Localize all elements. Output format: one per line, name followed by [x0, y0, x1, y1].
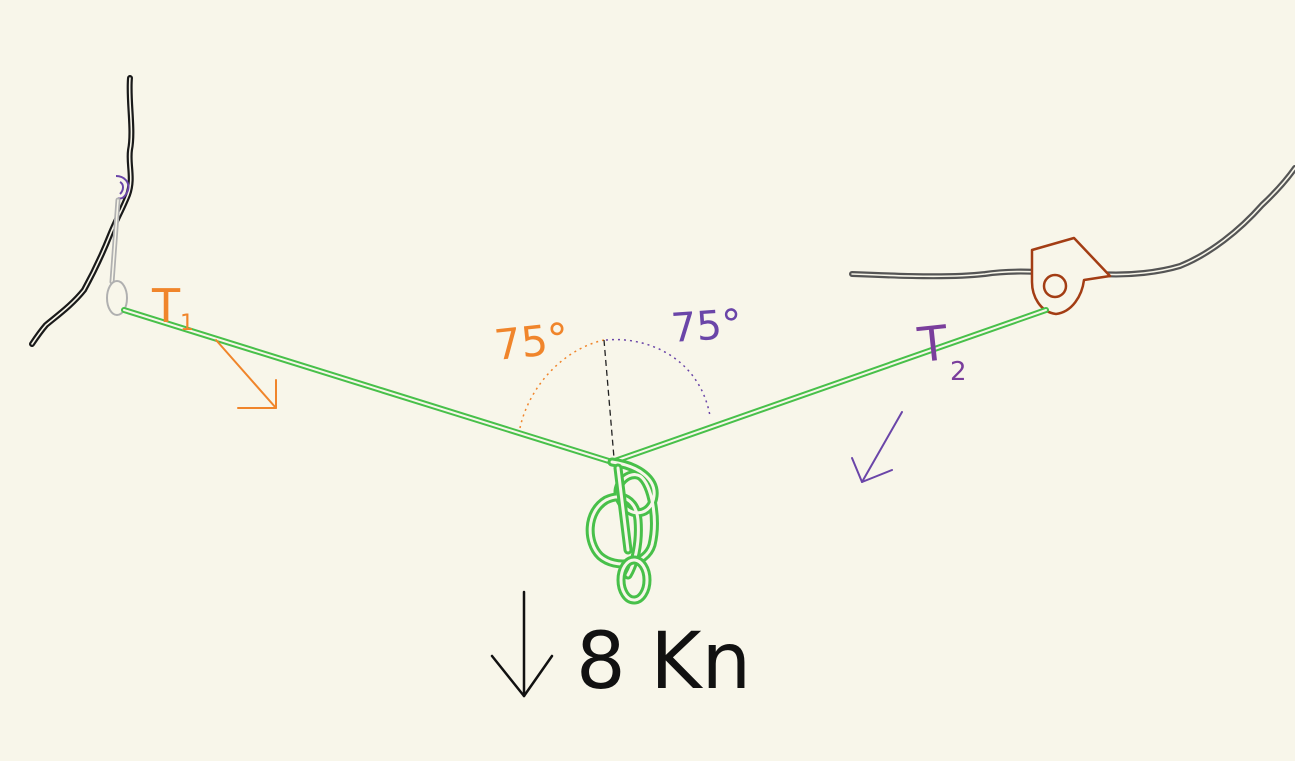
- rope: [121, 307, 1049, 465]
- tension-right-label: T 2: [914, 315, 966, 387]
- load-label: 8 Kn: [576, 617, 751, 707]
- vertical-reference-line: [603, 339, 615, 459]
- left-rock-face: [29, 75, 135, 347]
- angle-arc-left: [519, 339, 605, 429]
- angle-arc-right: [605, 338, 711, 417]
- tension-right-arrow: [851, 411, 903, 483]
- tension-right-letter: T: [914, 315, 951, 374]
- angle-right-label: 75°: [669, 301, 743, 352]
- tension-left-letter: T: [151, 279, 181, 333]
- right-rock-face: [849, 165, 1295, 280]
- bolt-hanger-icon: [106, 175, 130, 316]
- figure-eight-knot-icon: [585, 457, 659, 605]
- load-arrow: [490, 590, 554, 698]
- tension-left-subscript: 1: [180, 311, 194, 336]
- angle-left-label: 75°: [492, 313, 571, 370]
- tension-left-arrow: [215, 339, 277, 409]
- cam-nut-icon: [1030, 236, 1112, 316]
- tension-right-subscript: 2: [950, 357, 967, 387]
- tension-left-label: T 1: [151, 279, 194, 336]
